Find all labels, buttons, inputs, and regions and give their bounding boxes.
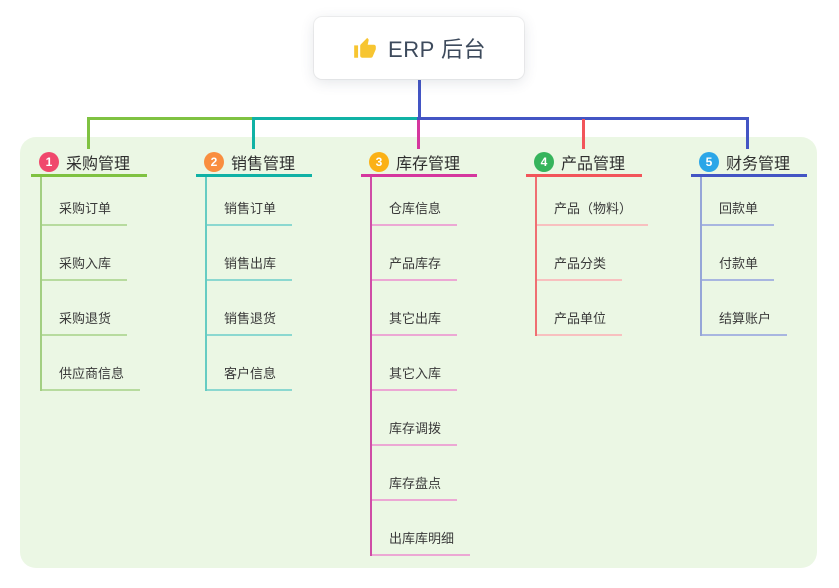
branch: 4 产品管理 产品（物料） 产品分类产品单位 [526, 149, 649, 336]
mindmap-background-panel [20, 137, 817, 568]
mindmap-item-label: 仓库信息 [389, 201, 442, 216]
branch-number: 1 [45, 154, 53, 169]
branch-items: 产品（物料） 产品分类产品单位 [535, 177, 649, 336]
mindmap-item-label: 客户信息 [224, 366, 277, 381]
connector-line [252, 117, 255, 149]
mindmap-item-node[interactable]: 库存盘点 [372, 446, 458, 501]
mindmap-item-node[interactable]: 其它出库 [372, 281, 458, 336]
mindmap-item-node[interactable]: 产品库存 [372, 226, 458, 281]
mindmap-item-node[interactable]: 出库库明细 [372, 501, 471, 556]
mindmap-item-label: 销售出库 [224, 256, 277, 271]
branch: 1 采购管理 采购订单采购入库采购退货供应商信息 [31, 149, 147, 391]
branch-title: 采购管理 [66, 155, 131, 173]
branch: 3 库存管理 仓库信息产品库存其它出库其它入库库存调拨库存盘点出库库明细 [361, 149, 477, 556]
mindmap-item-label: 出库库明细 [389, 531, 455, 546]
mindmap-item-label: 采购入库 [59, 256, 112, 271]
branch-node[interactable]: 2 销售管理 [196, 149, 312, 177]
mindmap-item-label: 产品分类 [554, 256, 607, 271]
branch-number-badge: 2 [204, 151, 224, 172]
branch-node[interactable]: 1 采购管理 [31, 149, 147, 177]
thumbs-up-icon [354, 37, 376, 58]
mindmap-item-node[interactable]: 库存调拨 [372, 391, 458, 446]
mindmap-item-label: 其它出库 [389, 311, 442, 326]
mindmap-item-node[interactable]: 结算账户 [702, 281, 788, 336]
mindmap-item-node[interactable]: 销售出库 [207, 226, 293, 281]
mindmap-item-label: 产品（物料） [554, 201, 633, 216]
mindmap-item-label: 销售退货 [224, 311, 277, 326]
mindmap-item-label: 其它入库 [389, 366, 442, 381]
mindmap-item-label: 供应商信息 [59, 366, 125, 381]
branch-number: 4 [540, 154, 548, 169]
mindmap-item-node[interactable]: 仓库信息 [372, 177, 458, 226]
root-node-erp[interactable]: ERP 后台 [314, 17, 524, 79]
branch-items: 仓库信息产品库存其它出库其它入库库存调拨库存盘点出库库明细 [370, 177, 471, 556]
connector-line [87, 117, 90, 149]
branch: 2 销售管理 销售订单销售出库销售退货客户信息 [196, 149, 312, 391]
branch-number-badge: 1 [39, 151, 59, 172]
mindmap-item-node[interactable]: 采购入库 [42, 226, 128, 281]
mindmap-item-label: 回款单 [719, 201, 759, 216]
branch-number-badge: 4 [534, 151, 554, 172]
mindmap-item-node[interactable]: 产品分类 [537, 226, 623, 281]
mindmap-item-node[interactable]: 回款单 [702, 177, 775, 226]
mindmap-item-node[interactable]: 销售退货 [207, 281, 293, 336]
connector-line [418, 79, 421, 120]
branch-title: 销售管理 [231, 155, 296, 173]
mindmap-item-node[interactable]: 付款单 [702, 226, 775, 281]
mindmap-item-node[interactable]: 产品单位 [537, 281, 623, 336]
mindmap-item-label: 结算账户 [719, 311, 772, 326]
branch-node[interactable]: 5 财务管理 [691, 149, 807, 177]
mindmap-item-label: 销售订单 [224, 201, 277, 216]
branch-items: 销售订单销售出库销售退货客户信息 [205, 177, 293, 391]
branch-title: 财务管理 [726, 155, 791, 173]
mindmap-item-label: 库存调拨 [389, 421, 442, 436]
connector-line [417, 120, 420, 149]
mindmap-item-node[interactable]: 销售订单 [207, 177, 293, 226]
connector-line [582, 119, 585, 149]
mindmap-item-label: 采购退货 [59, 311, 112, 326]
branch-number: 5 [705, 154, 713, 169]
connector-line [252, 117, 419, 120]
mindmap-item-label: 库存盘点 [389, 476, 442, 491]
mindmap-item-label: 产品库存 [389, 256, 442, 271]
mindmap-item-node[interactable]: 其它入库 [372, 336, 458, 391]
root-node-label: ERP 后台 [388, 37, 486, 62]
mindmap-item-label: 产品单位 [554, 311, 607, 326]
branch: 5 财务管理 回款单付款单结算账户 [691, 149, 807, 336]
mindmap-item-node[interactable]: 采购订单 [42, 177, 128, 226]
connector-line [417, 117, 749, 120]
mindmap-item-node[interactable]: 供应商信息 [42, 336, 141, 391]
mindmap-item-node[interactable]: 采购退货 [42, 281, 128, 336]
connector-line [746, 117, 749, 149]
mindmap-item-node[interactable]: 客户信息 [207, 336, 293, 391]
branch-node[interactable]: 3 库存管理 [361, 149, 477, 177]
mindmap-item-label: 采购订单 [59, 201, 112, 216]
branch-node[interactable]: 4 产品管理 [526, 149, 642, 177]
branch-number: 2 [210, 154, 218, 169]
connector-line [87, 117, 254, 120]
branch-items: 采购订单采购入库采购退货供应商信息 [40, 177, 141, 391]
branch-title: 库存管理 [396, 155, 461, 173]
branch-number-badge: 3 [369, 151, 389, 172]
branch-number: 3 [375, 154, 383, 169]
mindmap-item-label: 付款单 [719, 256, 759, 271]
branch-number-badge: 5 [699, 151, 719, 172]
branch-items: 回款单付款单结算账户 [700, 177, 788, 336]
branch-title: 产品管理 [561, 155, 626, 173]
mindmap-item-node[interactable]: 产品（物料） [537, 177, 649, 226]
